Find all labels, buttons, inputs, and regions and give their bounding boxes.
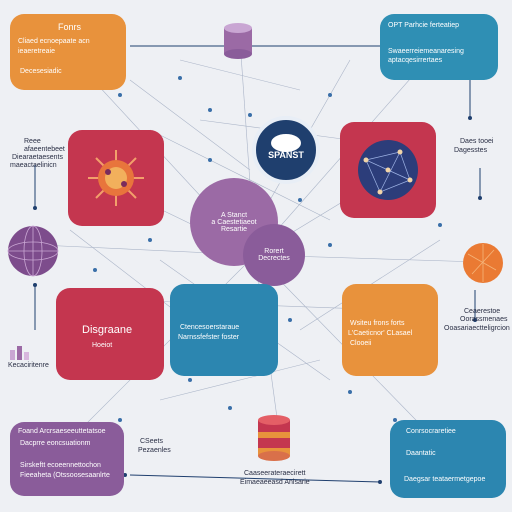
annotation-left-mid: Kecaciritenre [8, 362, 49, 369]
spanst-node[interactable]: SPANST [252, 116, 320, 184]
card-top-left: Fonrs Cliaed ecnoepaate acn ieaeretreaie… [10, 14, 126, 90]
card-line: aptacqesirrertaes [388, 57, 443, 64]
card-line: Swaeerreiemeanaresing [388, 48, 464, 55]
card-network [340, 122, 436, 218]
card-title: Disgraane [82, 324, 133, 336]
card-center-right: Wsiteu frons forts L'Caeticnor' CLasael … [342, 284, 438, 376]
network-sphere-illustration [358, 140, 418, 200]
card-virus [68, 130, 164, 226]
virus-illustration [88, 150, 144, 206]
card-bottom-right: Conrsocraretiee Daantatic Daegsar teatae… [390, 420, 506, 498]
card-title: OPT Parhcie ferteatiep [388, 22, 460, 29]
ring-icon [271, 134, 301, 152]
grid-sphere-icon [7, 225, 59, 277]
card-title: Fonrs [58, 22, 82, 32]
card-bottom-left: Foand Arcrsaeseeuttetatsoe Dacprre eoncs… [10, 422, 124, 496]
recent-node[interactable]: Rorert Decrectes [243, 224, 305, 286]
database-icon [224, 23, 252, 59]
card-center: Ctencesoerstaraue Narnssfefster foster [170, 284, 278, 376]
card-diagram: Disgraane Hoeiot [56, 288, 164, 380]
node-label: SPANST [268, 150, 304, 160]
bar-chart-icon [10, 346, 29, 360]
card-line: ieaeretreaie [18, 48, 55, 55]
stacked-cylinder-icon [258, 415, 290, 461]
card-sub: Hoeiot [92, 342, 113, 349]
card-top-right: OPT Parhcie ferteatiep Swaeerreiemeanare… [380, 14, 498, 80]
card-line: Cliaed ecnoepaate acn [18, 38, 90, 45]
orange-sphere-icon [463, 243, 503, 283]
card-line: Decesesiadic [20, 68, 62, 75]
